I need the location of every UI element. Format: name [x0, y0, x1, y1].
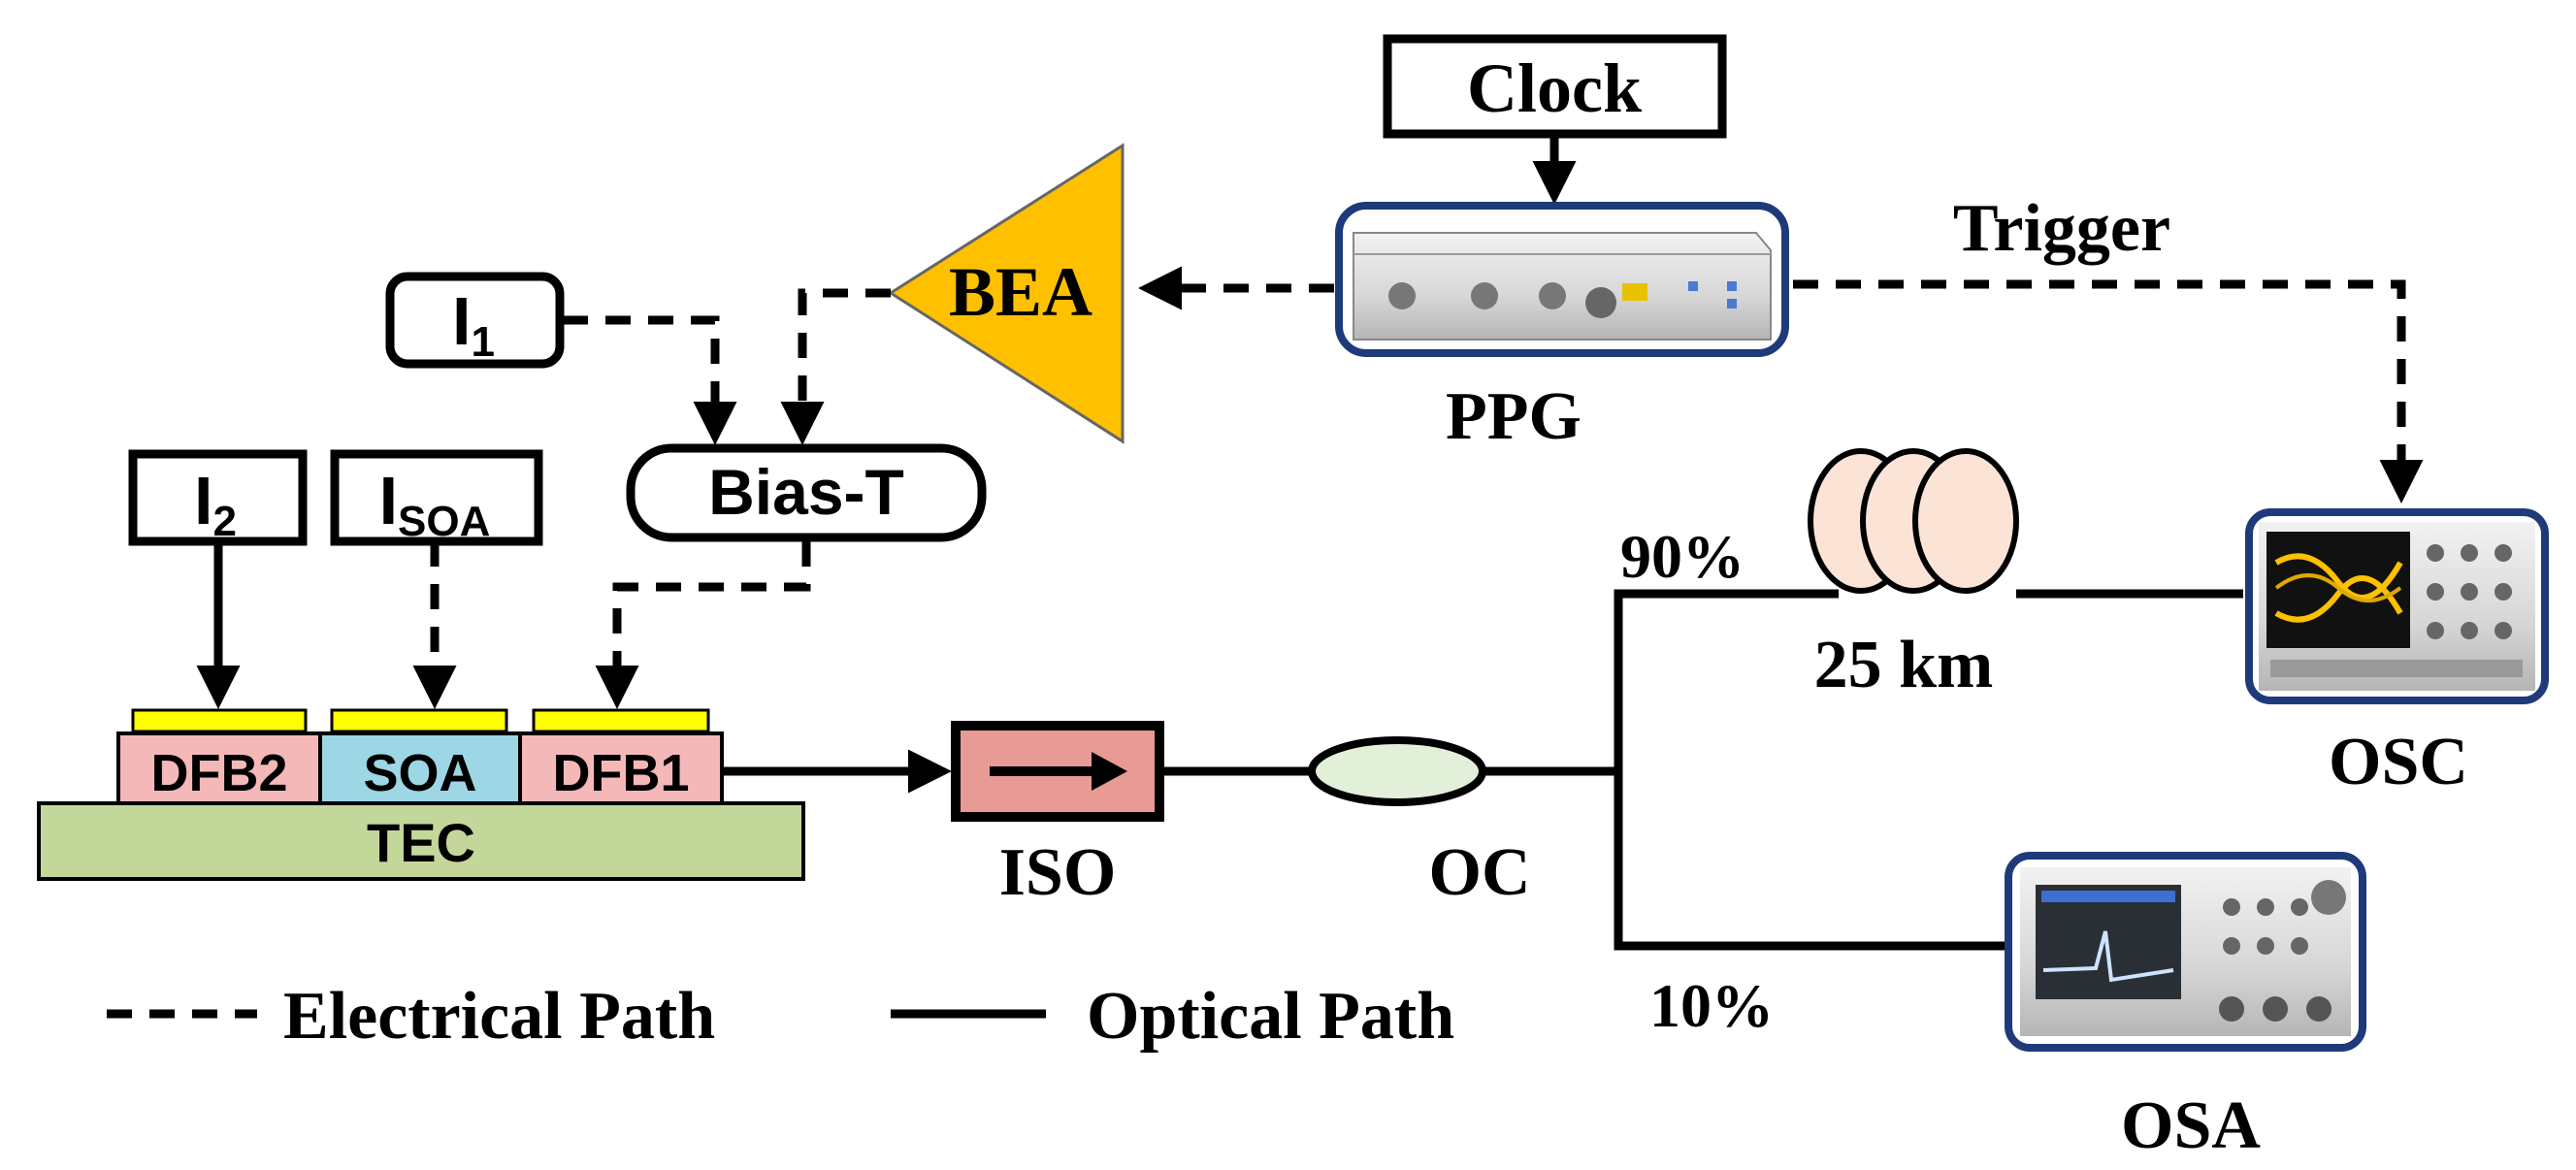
soa-electrode: [330, 708, 508, 733]
soa-label: SOA: [363, 744, 476, 802]
legend: Electrical Path Optical Path: [107, 979, 1454, 1054]
split-10-label: 10%: [1649, 971, 1774, 1040]
biast-to-dfb1-path: [595, 541, 811, 709]
i2-label: I: [194, 463, 212, 538]
fiber-spool: [1808, 448, 2019, 594]
iso-label: ISO: [999, 835, 1117, 910]
i2-source: I2: [128, 449, 308, 546]
soa-section: [318, 731, 522, 805]
i2-subscript: 2: [212, 498, 236, 545]
trigger-label: Trigger: [1953, 191, 2170, 266]
upper-branch-path: [1614, 589, 1839, 771]
clock-label: Clock: [1467, 49, 1642, 127]
bias-t-label: Bias-T: [708, 456, 904, 528]
dfb1-label: DFB1: [552, 744, 689, 802]
isoa-source: ISOA: [330, 449, 543, 546]
osc-instrument: [2245, 508, 2549, 704]
laser-chip: DFB2 SOA DFB1 TEC: [37, 708, 805, 881]
dfb1-section: [518, 731, 724, 805]
ppg-label: PPG: [1446, 379, 1581, 454]
legend-optical-label: Optical Path: [1087, 979, 1454, 1054]
isoa-subscript: SOA: [398, 498, 490, 545]
iso-isolator: [951, 721, 1164, 822]
trigger-path: [1793, 279, 2424, 504]
osa-label: OSA: [2121, 1089, 2261, 1163]
tec-base: [37, 801, 805, 881]
osa-instrument: [2005, 852, 2366, 1052]
bea-label: BEA: [949, 253, 1092, 331]
osc-label: OSC: [2329, 725, 2468, 799]
i1-label: I: [452, 283, 471, 359]
bea-amplifier: BEA: [888, 143, 1125, 444]
bea-to-biast-path: [780, 288, 891, 445]
split-90-label: 90%: [1620, 522, 1745, 591]
oc-label: OC: [1429, 835, 1531, 910]
oc-coupler: [1308, 736, 1486, 806]
dfb2-electrode: [131, 708, 308, 733]
ppg-instrument: [1335, 202, 1789, 357]
i1-to-biast-path: [563, 315, 737, 445]
lower-branch-path: [1614, 771, 2018, 951]
isoa-label: I: [379, 463, 398, 538]
svg-text:I2: I2: [194, 463, 237, 545]
clock-block: Clock: [1383, 34, 1727, 139]
tec-label: TEC: [367, 812, 475, 873]
bias-t-block: Bias-T: [626, 443, 987, 542]
svg-text:I1: I1: [452, 283, 495, 366]
dfb2-label: DFB2: [150, 744, 287, 802]
i1-source: I1: [385, 272, 565, 369]
dfb1-electrode: [532, 708, 710, 733]
i1-subscript: 1: [471, 318, 494, 366]
fiber-length-label: 25 km: [1814, 628, 1994, 702]
svg-text:ISOA: ISOA: [379, 463, 491, 545]
legend-electrical-label: Electrical Path: [283, 979, 715, 1054]
